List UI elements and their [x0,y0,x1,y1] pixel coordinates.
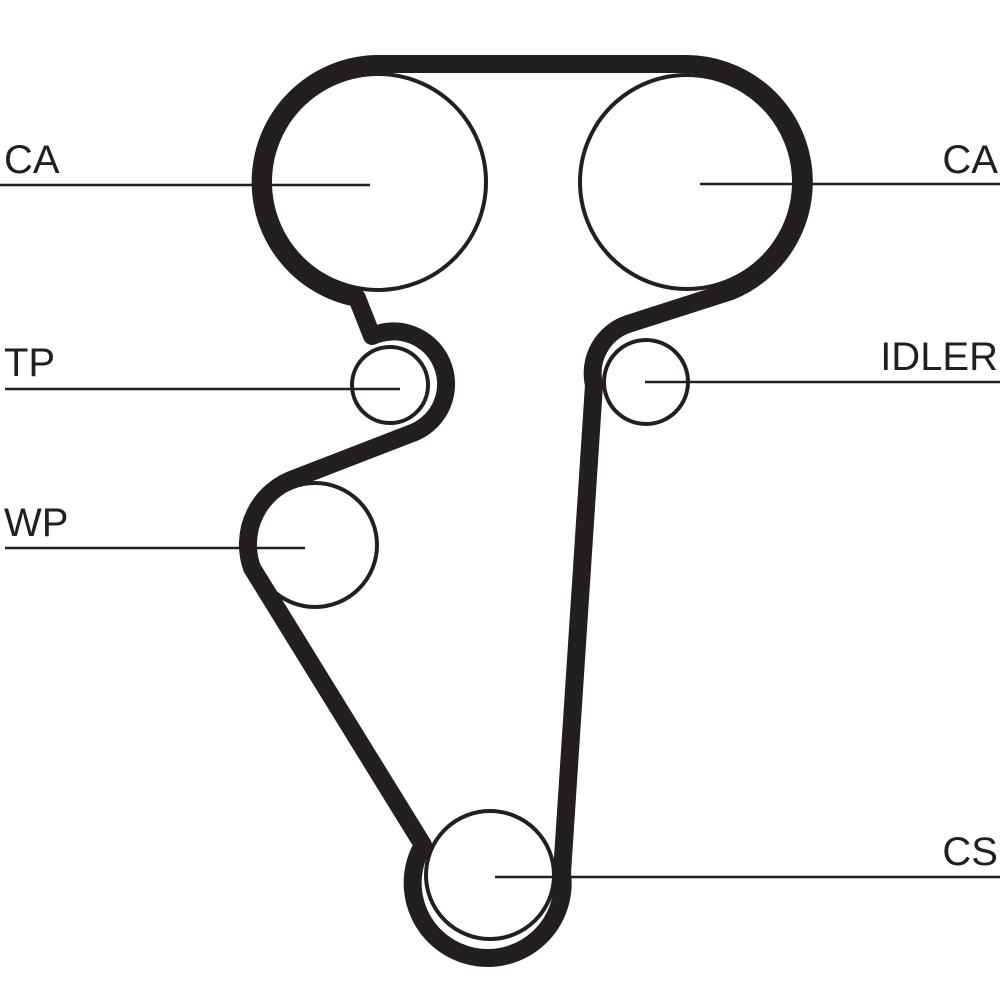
pulley-ca-right [578,73,796,291]
leader-lines [0,182,1000,879]
label-ca-left: CA [4,138,60,182]
pulley-cs [424,809,556,941]
label-cs: CS [942,830,998,874]
timing-belt [238,55,813,967]
label-ca-right: CA [942,138,998,182]
pulley-tp [350,345,430,425]
pulley-ca-left [268,72,488,292]
label-idler: IDLER [880,335,998,379]
label-wp: WP [4,501,69,545]
label-tp: TP [4,341,56,385]
